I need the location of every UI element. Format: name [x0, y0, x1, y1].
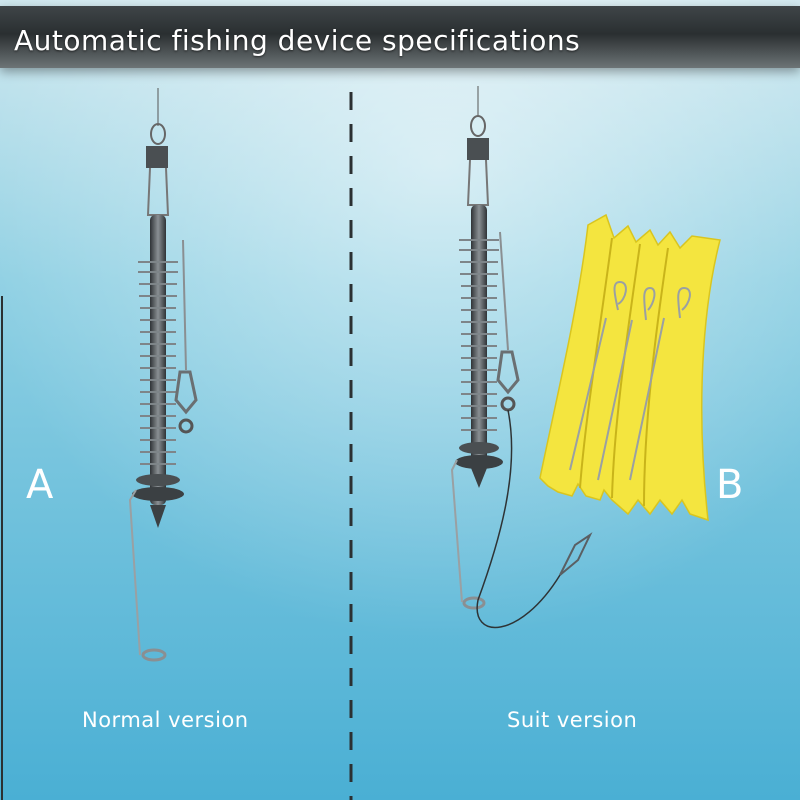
panel-b-letter: B [716, 462, 744, 508]
panel-b-caption: Suit version [507, 708, 638, 732]
panel-a-caption: Normal version [82, 708, 249, 732]
panel-a-letter: A [26, 462, 54, 508]
title-bar: Automatic fishing device specifications [0, 6, 800, 68]
device-a-normal [128, 88, 198, 662]
page-title: Automatic fishing device specifications [14, 24, 581, 57]
device-b-suit [450, 86, 593, 629]
hook-tray [539, 213, 721, 522]
